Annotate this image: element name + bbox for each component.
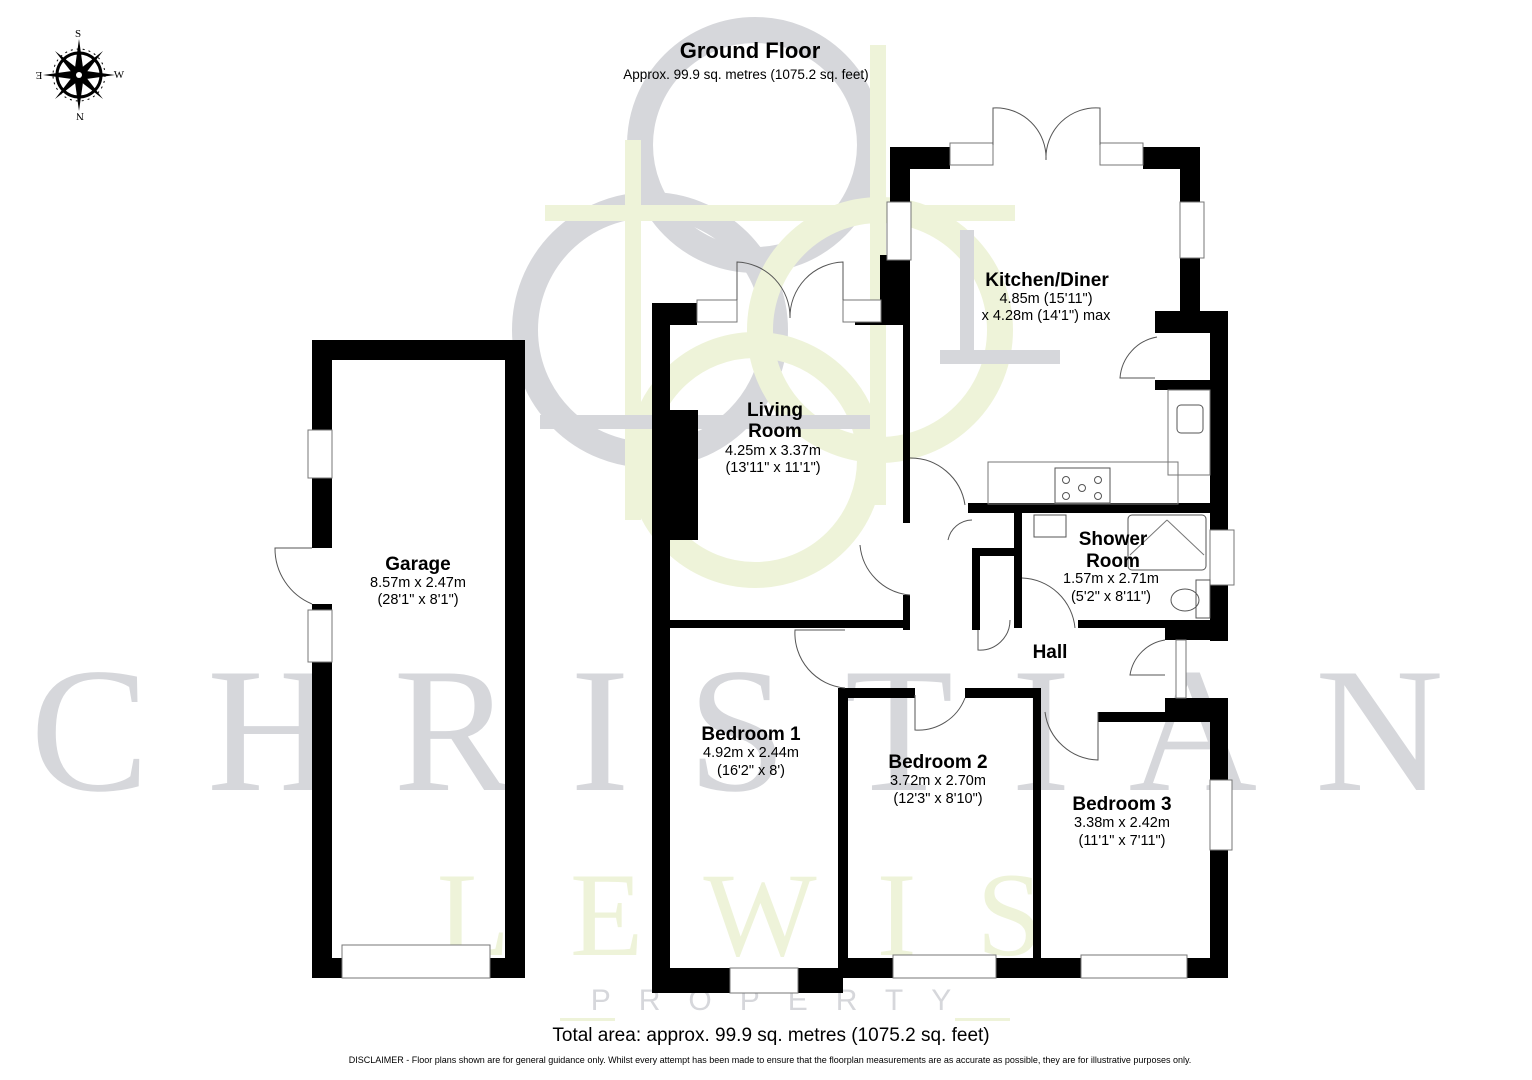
bedroom1-dim-imperial: (16'2" x 8') — [717, 763, 785, 779]
bedroom1-dim-metric: 4.92m x 2.44m — [703, 745, 799, 761]
compass-rose-icon — [43, 39, 115, 111]
living-room-dim-imperial: (13'11" x 11'1") — [725, 460, 820, 476]
watermark-logo — [512, 17, 1060, 588]
garage-dim-imperial: (28'1" x 8'1") — [377, 592, 458, 608]
bedroom2-label: Bedroom 2 — [888, 752, 987, 773]
kitchen-label: Kitchen/Diner — [985, 270, 1109, 291]
kitchen-dim-line2: x 4.28m (14'1") max — [982, 308, 1112, 324]
hall-label: Hall — [1033, 642, 1068, 663]
bedroom1-label: Bedroom 1 — [701, 724, 801, 745]
garage-label: Garage — [385, 554, 450, 575]
floor-area-subtitle: Approx. 99.9 sq. metres (1075.2 sq. feet… — [623, 67, 868, 82]
compass-w: W — [114, 69, 125, 81]
kitchen-dim-line1: 4.85m (15'11") — [999, 291, 1092, 307]
watermark-christian: CHRISTIAN — [30, 631, 1501, 829]
house-walls — [652, 107, 1235, 994]
garage-walls — [274, 340, 525, 979]
bedroom2-dim-imperial: (12'3" x 8'10") — [893, 791, 982, 807]
shower-room-label-line2: Room — [1086, 551, 1140, 572]
bedroom3-label: Bedroom 3 — [1072, 794, 1171, 815]
total-area: Total area: approx. 99.9 sq. metres (107… — [552, 1025, 989, 1046]
garage-dim-metric: 8.57m x 2.47m — [370, 575, 466, 591]
bedroom2-dim-metric: 3.72m x 2.70m — [890, 773, 986, 789]
living-room-label-line2: Room — [748, 421, 802, 442]
shower-room-label-line1: Shower — [1079, 529, 1148, 550]
floor-title: Ground Floor — [680, 38, 821, 63]
disclaimer: DISCLAIMER - Floor plans shown are for g… — [349, 1055, 1192, 1065]
shower-room-dim-metric: 1.57m x 2.71m — [1063, 571, 1159, 587]
compass-s: S — [75, 28, 81, 40]
living-room-dim-metric: 4.25m x 3.37m — [725, 443, 821, 459]
bedroom3-dim-metric: 3.38m x 2.42m — [1074, 815, 1170, 831]
living-room-label-line1: Living — [747, 400, 803, 421]
compass-n: N — [76, 110, 84, 122]
compass-e: E — [35, 69, 42, 81]
shower-room-dim-imperial: (5'2" x 8'11") — [1071, 589, 1151, 605]
bedroom3-dim-imperial: (11'1" x 7'11") — [1078, 833, 1165, 849]
